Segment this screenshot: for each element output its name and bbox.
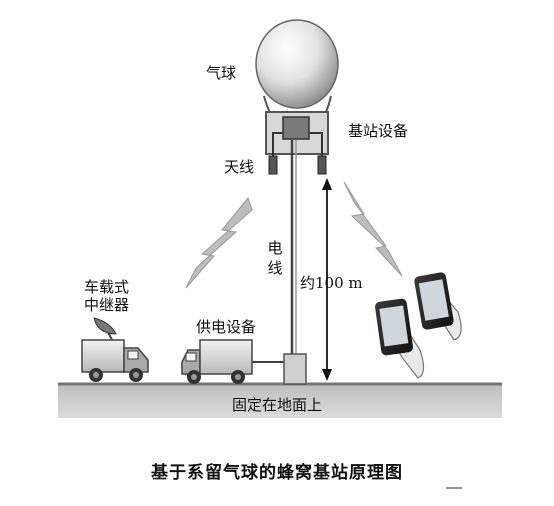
antenna-icon bbox=[268, 146, 327, 175]
wireless-signal-icon bbox=[185, 181, 403, 289]
figure-caption: 基于系留气球的蜂窝基站原理图 bbox=[151, 463, 403, 483]
balloon-label: 气球 bbox=[206, 64, 237, 82]
antenna-label: 天线 bbox=[224, 158, 255, 176]
relay-truck bbox=[81, 317, 149, 382]
base-station-label: 基站设备 bbox=[348, 122, 409, 140]
relay-label-line1: 车载式 bbox=[84, 278, 130, 296]
ground-label: 固定在地面上 bbox=[232, 396, 323, 414]
height-arrow bbox=[322, 178, 332, 381]
cable-label-char-1: 电 bbox=[267, 239, 283, 257]
cable-label-char-2: 线 bbox=[267, 259, 283, 277]
base-station-equipment bbox=[265, 111, 329, 155]
ground bbox=[58, 382, 502, 418]
power-supply-label: 供电设备 bbox=[196, 318, 257, 336]
tether-cable bbox=[290, 140, 297, 356]
mobile-phones bbox=[375, 272, 462, 379]
balloon bbox=[255, 19, 339, 127]
cable-label: 电 线 bbox=[267, 238, 283, 278]
relay-label-line2: 中继器 bbox=[84, 296, 130, 314]
height-label: 约100 m bbox=[300, 274, 363, 292]
power-supply-truck bbox=[181, 339, 253, 384]
ground-anchor-box bbox=[283, 353, 307, 385]
